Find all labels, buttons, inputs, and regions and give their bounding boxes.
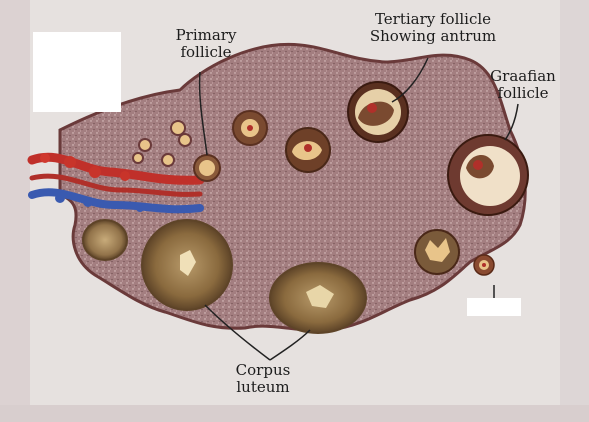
graafian-follicle — [448, 135, 528, 215]
label-tertiary-follicle: Tertiary follicle Showing antrum — [357, 11, 509, 45]
primary-follicle — [194, 155, 220, 181]
blank-label-box-bottom-right — [467, 298, 521, 316]
label-graafian-follicle: Graafian follicle — [482, 68, 564, 102]
blank-label-box-top-left — [33, 32, 121, 112]
label-corpus-luteum: Corpus luteum — [218, 362, 308, 396]
tertiary-follicle — [348, 82, 408, 142]
label-primary-follicle: Primary follicle — [158, 27, 254, 61]
